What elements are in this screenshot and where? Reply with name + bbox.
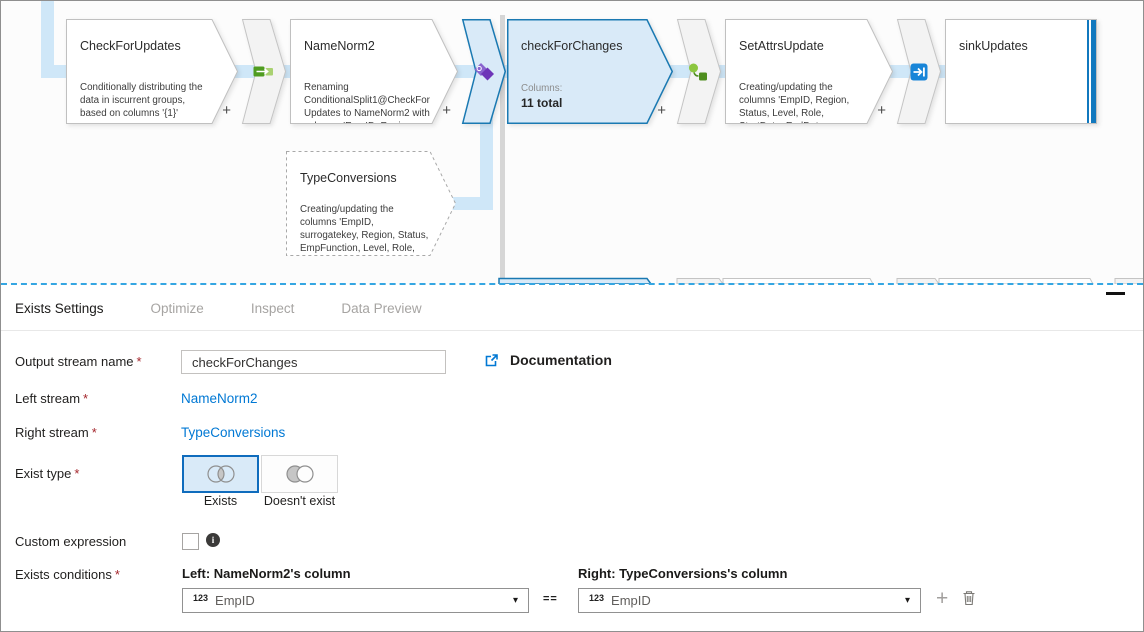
right-column-value: EmpID [611,593,651,608]
exist-type-exists-button[interactable] [182,455,259,493]
right-column-header: Right: TypeConversions's column [578,566,788,581]
derived-column-transform-icon [689,63,707,81]
exist-type-doesnt-exist-button[interactable] [261,455,338,493]
node-shape-namenorm2 [290,19,459,124]
label-text: Left stream [15,391,81,406]
output-stream-name-input[interactable] [181,350,446,374]
canvas-guide-divider [500,15,505,284]
panel-resize-divider[interactable] [1,283,1143,285]
dataflow-canvas[interactable]: CheckForUpdates Conditionally distributi… [1,1,1143,284]
documentation-label: Documentation [510,352,612,368]
node-title: TypeConversions [300,171,397,185]
label-text: Output stream name [15,354,134,369]
exists-transform-icon [474,63,494,81]
required-mark: * [136,354,142,369]
node-setattrsupdate[interactable]: SetAttrsUpdate Creating/updating the col… [725,19,893,124]
tab-exists-settings[interactable]: Exists Settings [15,300,104,316]
node-description: Renaming ConditionalSplit1@CheckForUpdat… [304,82,430,123]
node-shape-checkforupdates [66,19,239,124]
node-shape-typeconversions [286,151,457,256]
doesnt-exist-option-label: Doesn't exist [263,494,336,508]
settings-panel: Exists Settings Optimize Inspect Data Pr… [1,286,1143,631]
external-link-icon [485,353,498,366]
custom-expression-checkbox[interactable] [182,533,199,550]
required-mark: * [83,391,89,406]
node-title: sinkUpdates [959,39,1028,53]
venn-exists-icon [206,465,235,483]
tab-inspect[interactable]: Inspect [250,300,295,316]
left-column-dropdown[interactable]: 123 EmpID ▾ [182,588,529,613]
node-title: checkForChanges [521,39,623,53]
select-transform-node[interactable] [242,19,286,124]
add-condition-button[interactable]: + [936,587,949,610]
left-column-header: Left: NameNorm2's column [182,566,351,581]
node-sinkupdates[interactable]: sinkUpdates [945,19,1097,124]
integer-type-icon: 123 [193,592,209,603]
required-mark: * [74,466,80,481]
documentation-link[interactable]: Documentation [484,352,612,368]
sink-transform-node[interactable] [897,19,941,124]
right-stream-label: Right stream* [15,425,97,440]
right-stream-value-link[interactable]: TypeConversions [181,425,286,440]
columns-label: Columns: [521,83,563,94]
second-row-nodes-partial [498,277,1143,284]
node-title: CheckForUpdates [80,39,181,53]
right-column-dropdown[interactable]: 123 EmpID ▾ [578,588,921,613]
trash-icon [963,591,975,606]
node-checkforchanges-selected[interactable]: checkForChanges Columns: 11 total + [507,19,673,124]
panel-tabs: Exists Settings Optimize Inspect Data Pr… [1,286,1143,331]
left-column-value: EmpID [215,593,255,608]
node-description: Creating/updating the columns 'EmpID, Re… [739,82,850,123]
select-transform-icon [253,66,273,77]
node-checkforupdates[interactable]: CheckForUpdates Conditionally distributi… [66,19,238,124]
derived-column-transform-node[interactable] [677,19,721,124]
left-stream-value-link[interactable]: NameNorm2 [181,391,258,406]
exists-conditions-label: Exists conditions* [15,567,120,582]
exists-option-label: Exists [203,494,238,508]
left-stream-label: Left stream* [15,391,88,406]
add-transform-button[interactable]: + [657,102,666,119]
tab-optimize[interactable]: Optimize [150,300,204,316]
required-mark: * [114,567,120,582]
node-namenorm2[interactable]: NameNorm2 Renaming ConditionalSplit1@Che… [290,19,458,124]
custom-expression-label: Custom expression [15,534,126,549]
exist-type-label: Exist type* [15,466,79,481]
chevron-down-icon: ▾ [512,595,518,606]
stream-line-vertical-left [41,1,54,78]
node-description: Conditionally distributing the data in i… [80,82,203,120]
node-shape-checkforchanges [507,19,674,124]
label-text: Exist type [15,466,72,481]
integer-type-icon: 123 [589,592,605,603]
tab-data-preview[interactable]: Data Preview [341,300,422,316]
minimize-panel-handle[interactable] [1106,292,1125,295]
chevron-down-icon: ▾ [904,595,910,606]
node-title: SetAttrsUpdate [739,39,824,53]
add-transform-button[interactable]: + [222,102,231,119]
node-shape-setattrsupdate [725,19,894,124]
required-mark: * [91,425,97,440]
label-text: Custom expression [15,534,127,549]
node-typeconversions[interactable]: TypeConversions Creating/updating the co… [286,151,456,256]
equals-operator: == [543,593,558,605]
add-transform-button[interactable]: + [442,102,451,119]
node-shape-sinkupdates [945,19,1097,124]
label-text: Exists conditions [15,567,112,582]
label-text: Right stream [15,425,89,440]
add-transform-button[interactable]: + [877,102,886,119]
venn-doesnt-exist-icon [285,465,314,483]
columns-value: 11 total [521,96,563,110]
sink-transform-icon [910,63,928,81]
node-title: NameNorm2 [304,39,375,53]
exists-transform-node-selected[interactable] [462,19,506,124]
output-stream-name-label: Output stream name* [15,354,142,369]
info-icon: i [206,533,220,547]
node-description: Creating/updating the columns 'EmpID, su… [300,204,429,253]
delete-condition-button[interactable] [962,590,976,611]
